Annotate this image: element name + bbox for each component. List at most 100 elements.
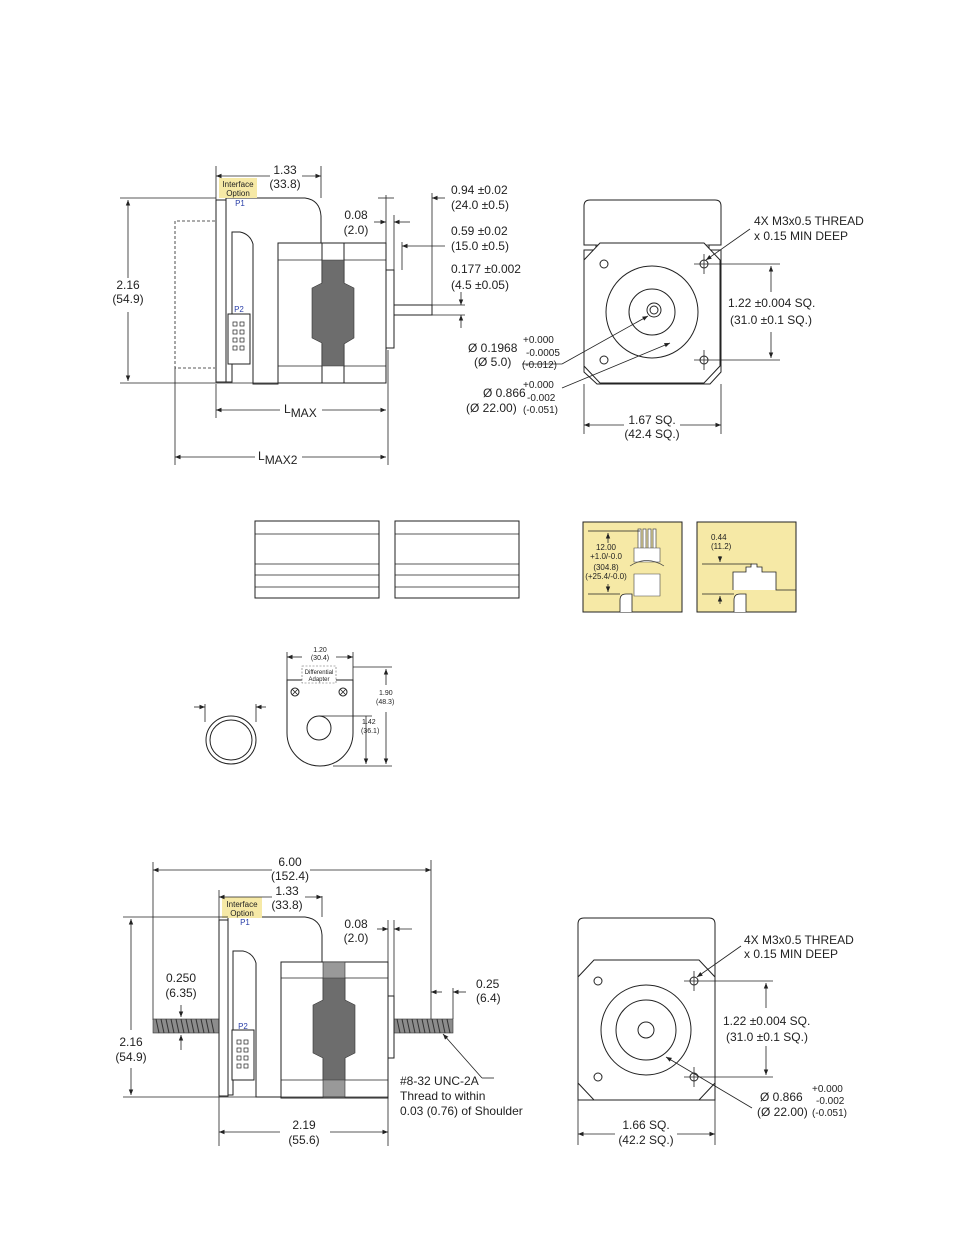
svg-text:(24.0 ±0.5): (24.0 ±0.5) xyxy=(451,198,509,212)
svg-text:(42.2 SQ.): (42.2 SQ.) xyxy=(618,1133,673,1147)
top-backplate xyxy=(215,199,227,383)
dim-2-16: 2.16 xyxy=(116,278,140,292)
top-bolt-square: 1.22 ±0.004 SQ. xyxy=(728,296,815,310)
p1-label: P1 xyxy=(235,199,245,208)
svg-text:(+25.4/-0.0): (+25.4/-0.0) xyxy=(585,572,627,581)
interface-option-label-1: Interface xyxy=(222,180,254,189)
bottom-backplate xyxy=(218,919,229,1097)
top-side-view: Interface Option P1 P2 1.33 (33.8) 2.16 … xyxy=(112,163,560,467)
bottom-body-square: 1.66 SQ. xyxy=(622,1118,669,1132)
dim-0-59: 0.59 ±0.02 xyxy=(451,224,508,238)
svg-text:+0.000: +0.000 xyxy=(523,335,554,346)
svg-text:(33.8): (33.8) xyxy=(269,177,300,191)
overall-length: 6.00 xyxy=(278,855,302,869)
svg-text:(54.9): (54.9) xyxy=(112,292,143,306)
svg-text:(Ø 22.00): (Ø 22.00) xyxy=(466,401,517,415)
adapter-views: Differential Adapter 1.20 (30.4) 1.90 (4… xyxy=(194,647,394,767)
svg-text:x 0.15 MIN DEEP: x 0.15 MIN DEEP xyxy=(744,947,838,961)
bottom-dim-2-19: 2.19 xyxy=(292,1118,316,1132)
svg-text:(-0.051): (-0.051) xyxy=(523,405,558,416)
p2-connector xyxy=(227,313,251,365)
lmax-label: LMAX xyxy=(284,402,317,420)
svg-text:(11.2): (11.2) xyxy=(711,542,732,551)
svg-text:(31.0 ±0.1 SQ.): (31.0 ±0.1 SQ.) xyxy=(726,1030,808,1044)
thread-length: 0.25 xyxy=(476,977,500,991)
top-body-square: 1.67 SQ. xyxy=(628,413,675,427)
interface-option-label-2: Option xyxy=(226,189,250,198)
shaft-diameter: Ø 0.1968 xyxy=(468,341,518,355)
svg-text:(6.4): (6.4) xyxy=(476,991,501,1005)
top-shaft xyxy=(393,304,433,316)
p2-label: P2 xyxy=(234,305,244,314)
svg-text:(31.0 ±0.1 SQ.): (31.0 ±0.1 SQ.) xyxy=(730,313,812,327)
top-stator-lamination xyxy=(311,259,355,367)
interface-option-outline xyxy=(174,220,215,369)
svg-text:(33.8): (33.8) xyxy=(271,898,302,912)
svg-text:(-0.012): (-0.012) xyxy=(522,360,557,371)
screw-diameter: 0.250 xyxy=(166,971,196,985)
svg-text:(15.0 ±0.5): (15.0 ±0.5) xyxy=(451,239,509,253)
svg-text:-0.002: -0.002 xyxy=(816,1096,845,1107)
adapter-width: 1.20 xyxy=(313,647,327,654)
svg-text:(48.3): (48.3) xyxy=(376,699,394,706)
svg-text:(36.1): (36.1) xyxy=(361,728,379,735)
dim-0-177: 0.177 ±0.002 xyxy=(451,262,521,276)
svg-text:(42.4 SQ.): (42.4 SQ.) xyxy=(624,427,679,441)
svg-text:+0.000: +0.000 xyxy=(812,1084,843,1095)
bottom-dim-0-08: 0.08 xyxy=(344,917,368,931)
svg-text:Adapter: Adapter xyxy=(308,677,329,683)
bottom-p2-connector xyxy=(231,1029,255,1081)
blank-table-right xyxy=(394,520,520,599)
svg-text:(-0.051): (-0.051) xyxy=(812,1108,847,1119)
svg-text:(2.0): (2.0) xyxy=(344,931,369,945)
bottom-p1-label: P1 xyxy=(240,918,250,927)
svg-text:Thread to within: Thread to within xyxy=(400,1089,485,1103)
bottom-dim-2-16: 2.16 xyxy=(119,1035,143,1049)
svg-text:(2.0): (2.0) xyxy=(344,223,369,237)
thread-note: #8-32 UNC-2A xyxy=(400,1074,479,1088)
svg-text:0.03 (0.76) of Shoulder: 0.03 (0.76) of Shoulder xyxy=(400,1104,523,1118)
bottom-interface-option-1: Interface xyxy=(226,900,258,909)
svg-text:-0.002: -0.002 xyxy=(527,393,556,404)
top-thread-note: 4X M3x0.5 THREAD xyxy=(754,214,864,228)
bottom-stator-lamination xyxy=(312,977,356,1081)
adapter-label: Differential xyxy=(305,670,334,676)
bottom-bolt-square: 1.22 ±0.004 SQ. xyxy=(723,1014,810,1028)
top-drive-housing xyxy=(225,197,322,385)
svg-text:(Ø 22.00): (Ø 22.00) xyxy=(757,1105,808,1119)
svg-text:-0.0005: -0.0005 xyxy=(526,348,560,359)
svg-text:(6.35): (6.35) xyxy=(165,986,196,1000)
cable-panel: 12.00 +1.0/-0.0 (304.8) (+25.4/-0.0) xyxy=(582,521,683,613)
dim-0-94: 0.94 ±0.02 xyxy=(451,183,508,197)
bottom-dim-1-33: 1.33 xyxy=(275,884,299,898)
svg-text:+0.000: +0.000 xyxy=(523,380,554,391)
svg-text:(54.9): (54.9) xyxy=(115,1050,146,1064)
bottom-side-view: 6.00 (152.4) Interface Option P1 P2 xyxy=(115,855,522,1147)
bottom-pilot-diameter: Ø 0.866 xyxy=(760,1090,803,1104)
connector-height: 0.44 xyxy=(711,533,727,542)
bottom-p2-label: P2 xyxy=(238,1022,248,1031)
dim-0-08: 0.08 xyxy=(344,208,368,222)
svg-text:(55.6): (55.6) xyxy=(288,1133,319,1147)
bottom-front-view: 4X M3x0.5 THREAD x 0.15 MIN DEEP 1.22 ±0… xyxy=(577,917,854,1147)
dim-1-33: 1.33 xyxy=(273,163,297,177)
svg-text:(30.4): (30.4) xyxy=(311,655,329,662)
top-front-view: 4X M3x0.5 THREAD x 0.15 MIN DEEP 1.22 ±0… xyxy=(522,199,864,441)
bottom-thread-note: 4X M3x0.5 THREAD xyxy=(744,933,854,947)
svg-text:(4.5 ±0.05): (4.5 ±0.05) xyxy=(451,278,509,292)
cable-length: 12.00 xyxy=(596,543,617,552)
blank-tables xyxy=(254,520,520,599)
svg-text:x 0.15 MIN DEEP: x 0.15 MIN DEEP xyxy=(754,229,848,243)
adapter-height-center: 1.42 xyxy=(362,719,376,726)
svg-text:(152.4): (152.4) xyxy=(271,869,309,883)
top-pilot xyxy=(385,269,395,349)
adapter-height-total: 1.90 xyxy=(379,690,393,697)
bottom-pilot xyxy=(387,995,395,1059)
connector-panel: 0.44 (11.2) xyxy=(696,521,797,613)
blank-table-left xyxy=(254,520,380,599)
lmax2-label: LMAX2 xyxy=(258,449,298,467)
svg-text:(304.8): (304.8) xyxy=(593,563,619,572)
bottom-interface-option-2: Option xyxy=(230,909,254,918)
pilot-diameter: Ø 0.866 xyxy=(483,386,526,400)
